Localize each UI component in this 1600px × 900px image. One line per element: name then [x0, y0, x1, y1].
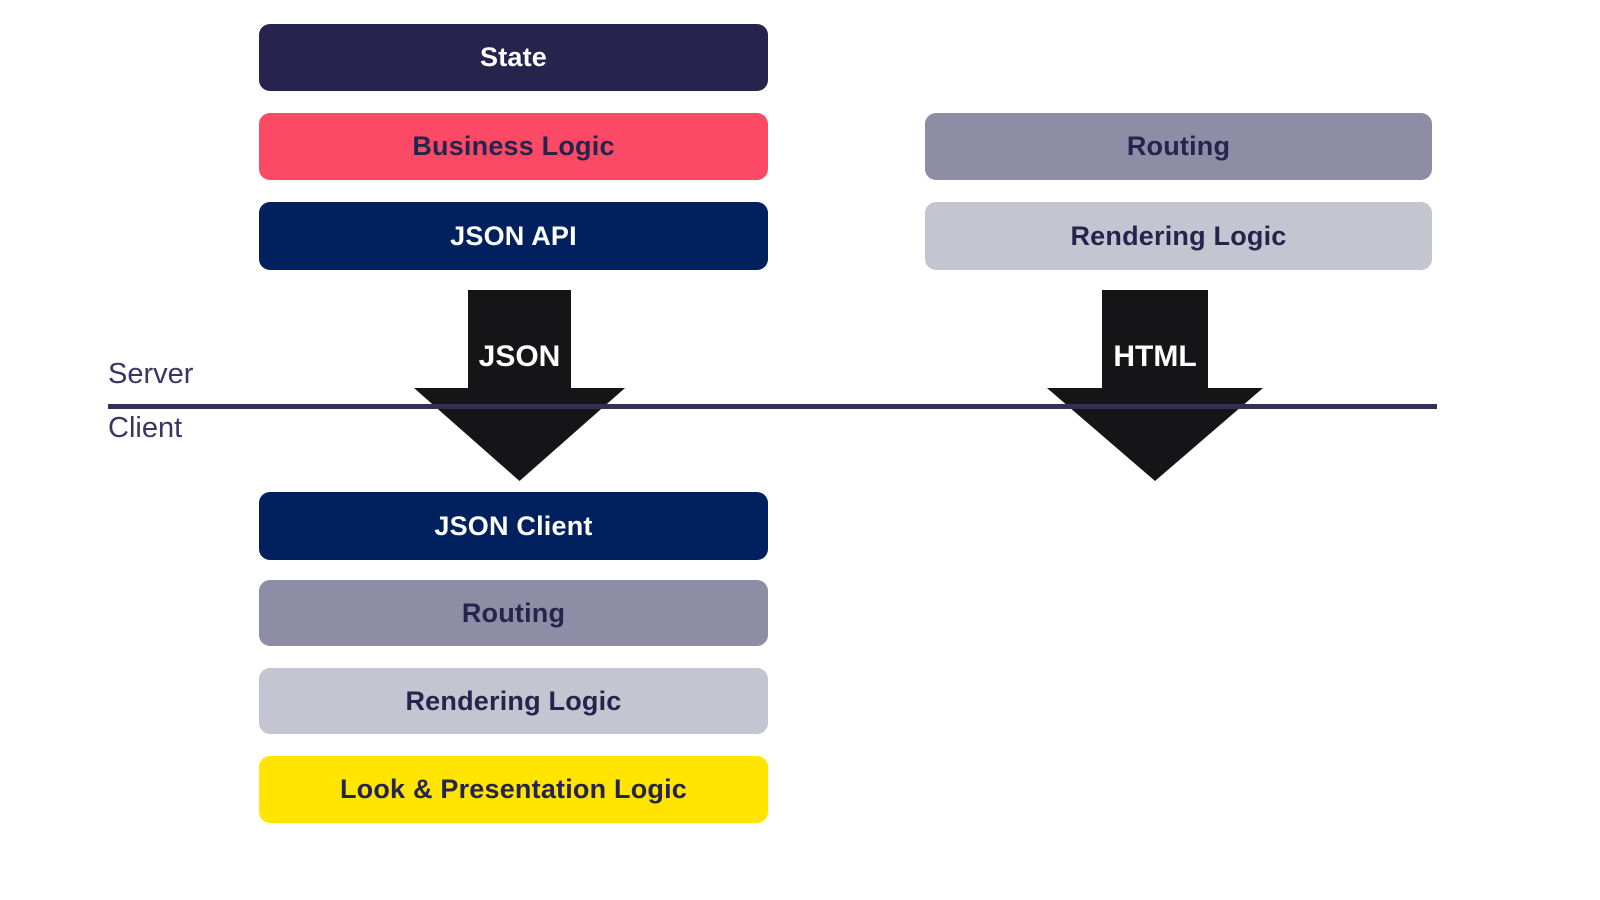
- layer-label-look-presentation-logic: Look & Presentation Logic: [339, 774, 688, 804]
- layer-box-look-presentation-logic[interactable]: Look & Presentation Logic: [259, 756, 768, 823]
- layer-box-rendering-logic-server[interactable]: Rendering Logic: [925, 202, 1432, 270]
- layer-label-routing-server: Routing: [1126, 131, 1231, 161]
- zone-label-client: Client: [108, 412, 183, 444]
- layer-label-routing-client: Routing: [461, 597, 566, 628]
- layer-box-rendering-logic-client[interactable]: Rendering Logic: [259, 668, 768, 734]
- arrow-html-shape: [1047, 290, 1263, 481]
- arrow-json-shape: [414, 290, 625, 481]
- layer-box-json-api[interactable]: JSON API: [259, 202, 768, 270]
- server-client-divider: [108, 404, 1437, 409]
- layer-label-json-client: JSON Client: [434, 510, 593, 541]
- layer-label-json-api: JSON API: [450, 220, 577, 251]
- layer-box-state[interactable]: State: [259, 24, 768, 91]
- arrow-json: JSON: [414, 290, 625, 481]
- layer-box-routing-client[interactable]: Routing: [259, 580, 768, 646]
- zone-label-server: Server: [108, 358, 194, 390]
- layer-label-business-logic: Business Logic: [412, 131, 615, 161]
- layer-box-business-logic[interactable]: Business Logic: [259, 113, 768, 180]
- layer-label-rendering-logic-server: Rendering Logic: [1070, 220, 1287, 251]
- arrow-json-label: JSON: [478, 340, 561, 373]
- layer-box-routing-server[interactable]: Routing: [925, 113, 1432, 180]
- layer-label-state: State: [479, 42, 548, 72]
- arrow-html: HTML: [1047, 290, 1263, 481]
- layer-label-rendering-logic-client: Rendering Logic: [405, 685, 622, 716]
- arrow-html-label: HTML: [1113, 340, 1197, 373]
- layer-box-json-client[interactable]: JSON Client: [259, 492, 768, 560]
